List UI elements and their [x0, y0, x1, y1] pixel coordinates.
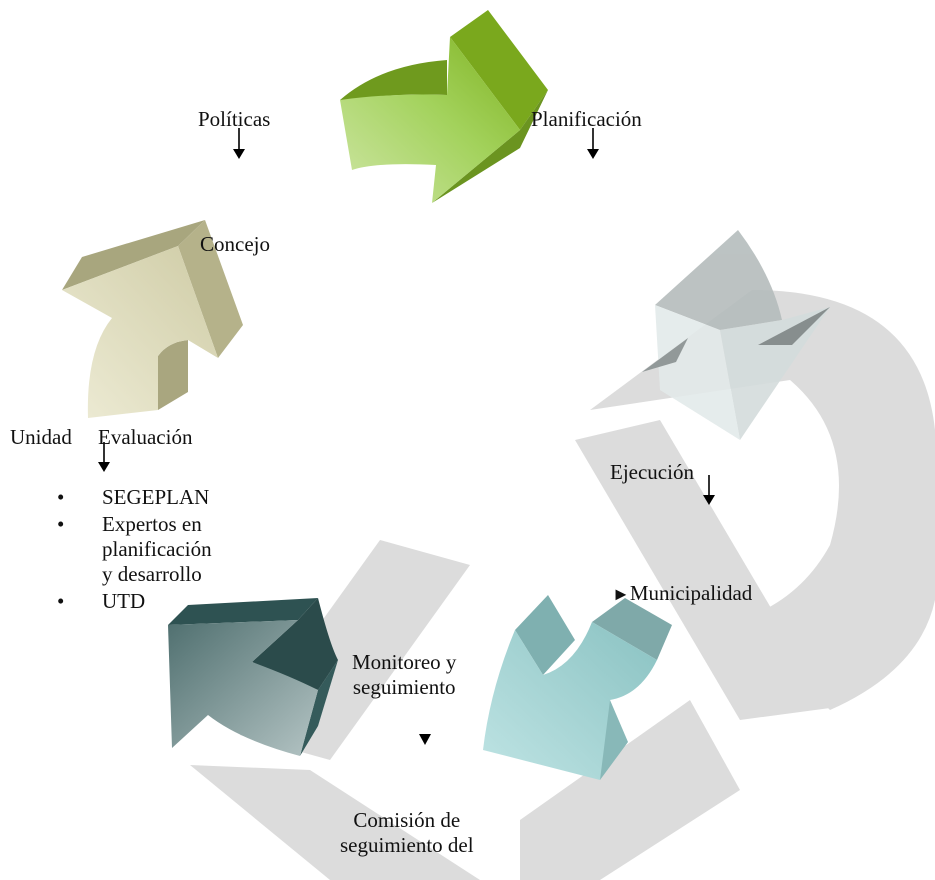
bullet-text: Expertos en planificación y desarrollo	[102, 512, 212, 586]
down-arrow-icon	[419, 734, 431, 745]
slate-curved-arrow-icon	[168, 598, 338, 756]
label-politicas: Políticas	[198, 107, 271, 131]
label-unidad: Unidad	[10, 425, 72, 449]
bullet-icon: •	[57, 589, 65, 613]
list-item: • Expertos en planificación y desarrollo	[45, 512, 212, 587]
down-arrow-icon	[703, 475, 715, 505]
bullet-text: SEGEPLAN	[102, 485, 210, 509]
right-pointer-icon: ►	[612, 584, 630, 604]
list-item: • UTD	[45, 589, 212, 614]
green-curved-arrow-icon	[340, 10, 548, 203]
bullet-text: UTD	[102, 589, 146, 613]
label-municipalidad-text: Municipalidad	[629, 581, 753, 605]
label-evaluacion: Evaluación	[98, 425, 193, 449]
ice-curved-arrow-icon	[642, 230, 830, 440]
down-arrow-icon	[587, 128, 599, 159]
down-arrow-icon	[233, 128, 245, 159]
label-municipalidad: ►Municipalidad	[612, 581, 752, 607]
list-item: • SEGEPLAN	[45, 485, 212, 510]
label-planificacion: Planificación	[531, 107, 642, 131]
watermark-letter-icon	[190, 290, 935, 880]
bullet-icon: •	[57, 512, 65, 536]
evaluacion-bullet-list: • SEGEPLAN • Expertos en planificación y d…	[45, 485, 212, 616]
teal-curved-arrow-icon	[483, 595, 672, 780]
label-concejo: Concejo	[200, 232, 270, 256]
bullet-icon: •	[57, 485, 65, 509]
down-arrow-icon	[98, 442, 110, 472]
label-ejecucion: Ejecución	[610, 460, 694, 484]
khaki-curved-arrow-icon	[62, 220, 243, 418]
label-comision: Comisión de seguimiento del	[340, 808, 474, 857]
label-monitoreo: Monitoreo y seguimiento	[352, 650, 457, 699]
